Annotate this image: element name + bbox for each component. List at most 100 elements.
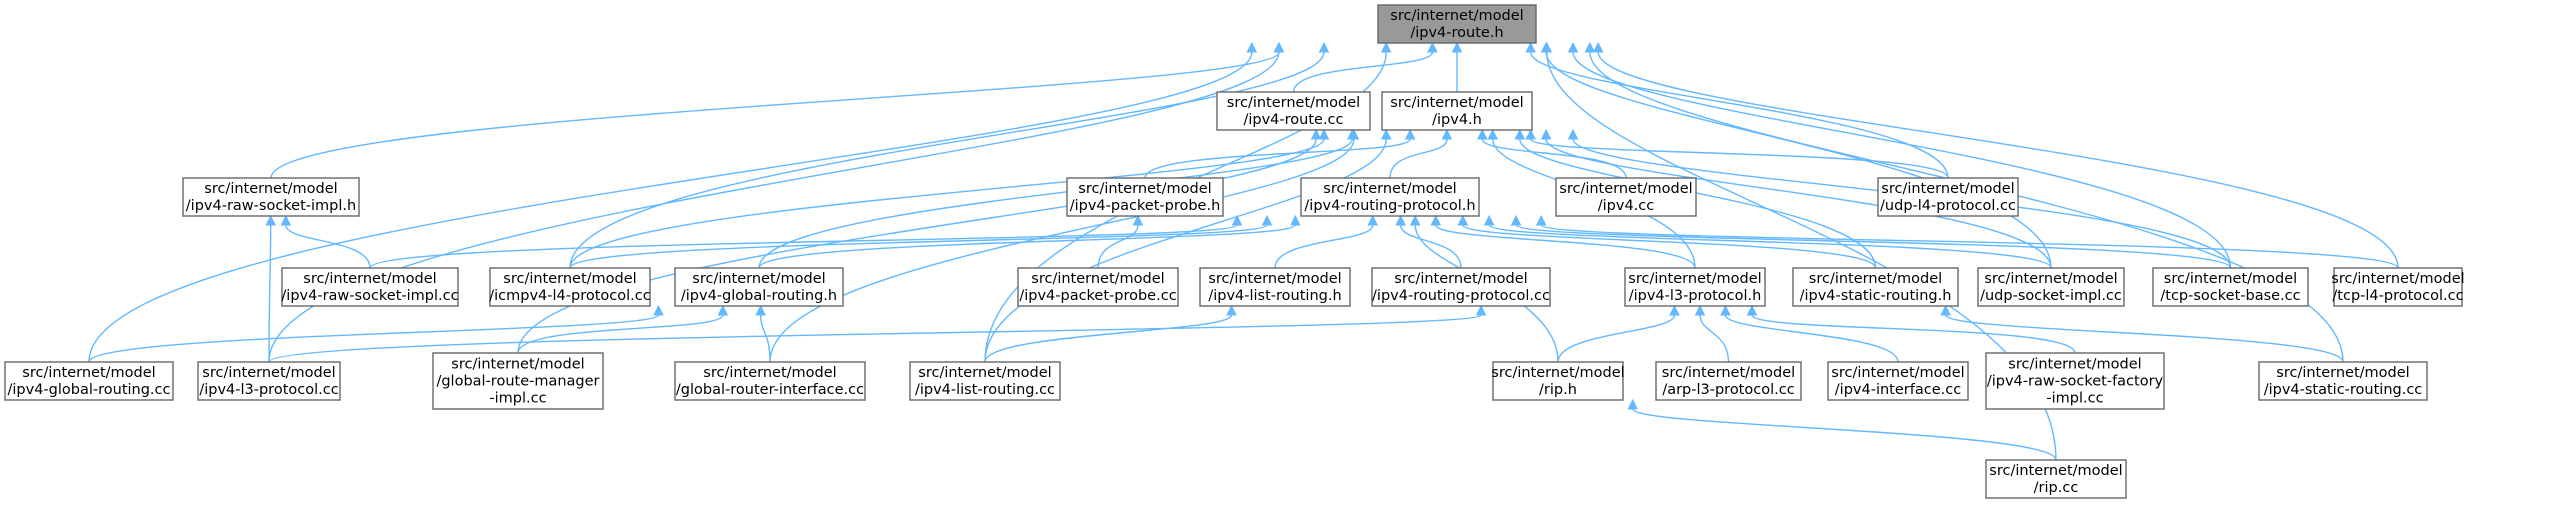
node-icmpv4-l4-cc[interactable]: src/internet/model/icmpv4-l4-protocol.cc bbox=[489, 267, 651, 307]
edge-icmpv4_l4_cc-to-ipv4_route_h bbox=[569, 51, 1325, 269]
edge-arrowhead bbox=[1720, 304, 1731, 316]
edge-arrowhead bbox=[1409, 214, 1421, 226]
edge-arrowhead bbox=[1694, 304, 1706, 316]
node-rip-h[interactable]: src/internet/model/rip.h bbox=[1491, 361, 1625, 401]
edge-arrowhead bbox=[1318, 128, 1330, 140]
node-arp-l3-cc[interactable]: src/internet/model/arp-l3-protocol.cc bbox=[1655, 361, 1802, 401]
node-label-line: /ipv4-raw-socket-factory bbox=[1987, 374, 2164, 390]
node-box bbox=[1017, 267, 1179, 307]
edge-static_routing_h-to-ipv4_h bbox=[1519, 138, 1877, 269]
edge-arrowhead bbox=[1510, 214, 1522, 226]
node-label-line: src/internet/model bbox=[1323, 181, 1456, 197]
edge-global_routing_cc-to-global_routing_h bbox=[88, 314, 660, 363]
node-list-routing-cc[interactable]: src/internet/model/ipv4-list-routing.cc bbox=[909, 361, 1061, 401]
node-label-line: src/internet/model bbox=[1984, 271, 2117, 287]
node-global-router-interface-cc[interactable]: src/internet/model/global-router-interfa… bbox=[674, 361, 866, 401]
node-packet-probe-cc[interactable]: src/internet/model/ipv4-packet-probe.cc bbox=[1017, 267, 1179, 307]
node-raw-socket-impl-h[interactable]: src/internet/model/ipv4-raw-socket-impl.… bbox=[182, 177, 360, 217]
edge-ipv4_route_cc-to-ipv4_route_h bbox=[1292, 51, 1434, 93]
node-box bbox=[1877, 177, 2019, 217]
node-l3-protocol-cc[interactable]: src/internet/model/ipv4-l3-protocol.cc bbox=[197, 361, 341, 401]
node-label-line: src/internet/model bbox=[202, 365, 335, 381]
node-label-line: src/internet/model bbox=[692, 271, 825, 287]
node-routing-protocol-cc[interactable]: src/internet/model/ipv4-routing-protocol… bbox=[1371, 267, 1551, 307]
edge-arrowhead bbox=[1567, 128, 1579, 140]
edge-arrowhead bbox=[1132, 214, 1144, 226]
node-udp-l4-cc[interactable]: src/internet/model/udp-l4-protocol.cc bbox=[1877, 177, 2019, 217]
node-raw-socket-impl-cc[interactable]: src/internet/model/ipv4-raw-socket-impl.… bbox=[281, 267, 459, 307]
node-packet-probe-h[interactable]: src/internet/model/ipv4-packet-probe.h bbox=[1066, 177, 1224, 217]
edge-arrowhead bbox=[1525, 41, 1536, 53]
edge-arrowhead bbox=[1592, 41, 1604, 53]
node-udp-socket-impl-cc[interactable]: src/internet/model/udp-socket-impl.cc bbox=[1977, 267, 2125, 307]
edge-arrowhead bbox=[755, 304, 766, 316]
node-ipv4-interface-cc[interactable]: src/internet/model/ipv4-interface.cc bbox=[1827, 361, 1969, 401]
edge-global_route_manager_impl_cc-to-global_routing_h bbox=[517, 314, 724, 354]
edge-arp_l3_cc-to-l3_protocol_h bbox=[1699, 314, 1730, 363]
node-label-line: src/internet/model bbox=[1881, 181, 2014, 197]
edge-packet_probe_h-to-ipv4_h bbox=[1144, 138, 1411, 179]
node-routing-protocol-h[interactable]: src/internet/model/ipv4-routing-protocol… bbox=[1300, 177, 1480, 217]
edge-arrowhead bbox=[1430, 214, 1442, 226]
node-label-line: /arp-l3-protocol.cc bbox=[1662, 382, 1794, 398]
node-global-routing-cc[interactable]: src/internet/model/ipv4-global-routing.c… bbox=[4, 361, 174, 401]
node-label-line: /ipv4-route.cc bbox=[1243, 112, 1343, 128]
node-box bbox=[1977, 267, 2125, 307]
edge-arrowhead bbox=[1483, 214, 1495, 226]
node-label-line: src/internet/model bbox=[1394, 271, 1527, 287]
node-label-line: src/internet/model bbox=[503, 271, 636, 287]
node-list-routing-h[interactable]: src/internet/model/ipv4-list-routing.h bbox=[1199, 267, 1351, 307]
edge-global_router_interface_cc-to-global_routing_h bbox=[759, 314, 771, 363]
edge-tcp_l4_cc-to-ipv4_route_h bbox=[1597, 51, 2399, 269]
node-box bbox=[1827, 361, 1969, 401]
node-label-line: /ipv4-packet-probe.cc bbox=[1019, 288, 1176, 304]
node-global-route-manager-impl-cc[interactable]: src/internet/model/global-route-manager-… bbox=[432, 352, 604, 410]
node-box bbox=[1624, 267, 1766, 307]
edge-raw_socket_impl_h-to-ipv4_route_h bbox=[270, 51, 1280, 179]
edge-raw_socket_impl_cc-to-routing_protocol_h bbox=[369, 224, 1238, 269]
node-global-routing-h[interactable]: src/internet/model/ipv4-global-routing.h bbox=[674, 267, 844, 307]
node-ipv4-route-cc[interactable]: src/internet/model/ipv4-route.cc bbox=[1216, 91, 1371, 131]
edge-list_routing_cc-to-ipv4_h bbox=[984, 138, 1387, 363]
node-l3-protocol-h[interactable]: src/internet/model/ipv4-l3-protocol.h bbox=[1624, 267, 1766, 307]
edge-arrowhead bbox=[1231, 214, 1243, 226]
node-label-line: /ipv4-global-routing.h bbox=[681, 288, 837, 304]
node-label-line: src/internet/model bbox=[204, 181, 337, 197]
node-ipv4-cc[interactable]: src/internet/model/ipv4.cc bbox=[1555, 177, 1697, 217]
edge-tcp_l4_cc-to-routing_protocol_h bbox=[1540, 224, 2399, 269]
node-tcp-l4-cc[interactable]: src/internet/model/tcp-l4-protocol.cc bbox=[2331, 267, 2465, 307]
edge-arrowhead bbox=[1451, 41, 1463, 53]
node-box bbox=[1792, 267, 1959, 307]
node-raw-socket-factory-impl-cc[interactable]: src/internet/model/ipv4-raw-socket-facto… bbox=[1985, 352, 2165, 410]
edge-arrowhead bbox=[1477, 128, 1488, 140]
node-label-line: /ipv4-route.h bbox=[1410, 25, 1503, 41]
node-ipv4-route-h[interactable]: src/internet/model/ipv4-route.h bbox=[1377, 4, 1537, 44]
edge-global_routing_h-to-ipv4_h bbox=[758, 138, 1353, 269]
node-box bbox=[1377, 4, 1537, 44]
node-label-line: src/internet/model bbox=[2276, 365, 2409, 381]
edge-arrowhead bbox=[653, 304, 664, 316]
edge-arrowhead bbox=[1404, 128, 1416, 140]
node-label-line: src/internet/model bbox=[1559, 181, 1692, 197]
node-label-line: src/internet/model bbox=[1227, 95, 1360, 111]
edge-l3_protocol_cc-to-l3_protocol_h bbox=[268, 314, 1482, 363]
edge-arrowhead bbox=[1427, 41, 1438, 53]
edge-packet_probe_cc-to-packet_probe_h bbox=[1097, 224, 1139, 269]
node-label-line: /rip.h bbox=[1539, 382, 1577, 398]
edge-global_routing_h-to-routing_protocol_h bbox=[758, 224, 1297, 269]
edge-routing_protocol_cc-to-routing_protocol_h bbox=[1399, 224, 1462, 269]
node-static-routing-cc[interactable]: src/internet/model/ipv4-static-routing.c… bbox=[2258, 361, 2428, 401]
node-label-line: /icmpv4-l4-protocol.cc bbox=[489, 288, 650, 304]
node-label-line: src/internet/model bbox=[1208, 271, 1341, 287]
node-ipv4-h[interactable]: src/internet/model/ipv4.h bbox=[1381, 91, 1533, 131]
node-label-line: src/internet/model bbox=[1809, 271, 1942, 287]
node-label-line: src/internet/model bbox=[1390, 8, 1523, 24]
node-label-line: src/internet/model bbox=[918, 365, 1051, 381]
edge-arrowhead bbox=[1541, 41, 1553, 53]
node-box bbox=[1492, 361, 1624, 401]
node-tcp-socket-base-cc[interactable]: src/internet/model/tcp-socket-base.cc bbox=[2152, 267, 2309, 307]
node-label-line: src/internet/model bbox=[2164, 271, 2297, 287]
node-rip-cc[interactable]: src/internet/model/rip.cc bbox=[1985, 459, 2127, 499]
node-static-routing-h[interactable]: src/internet/model/ipv4-static-routing.h bbox=[1792, 267, 1959, 307]
